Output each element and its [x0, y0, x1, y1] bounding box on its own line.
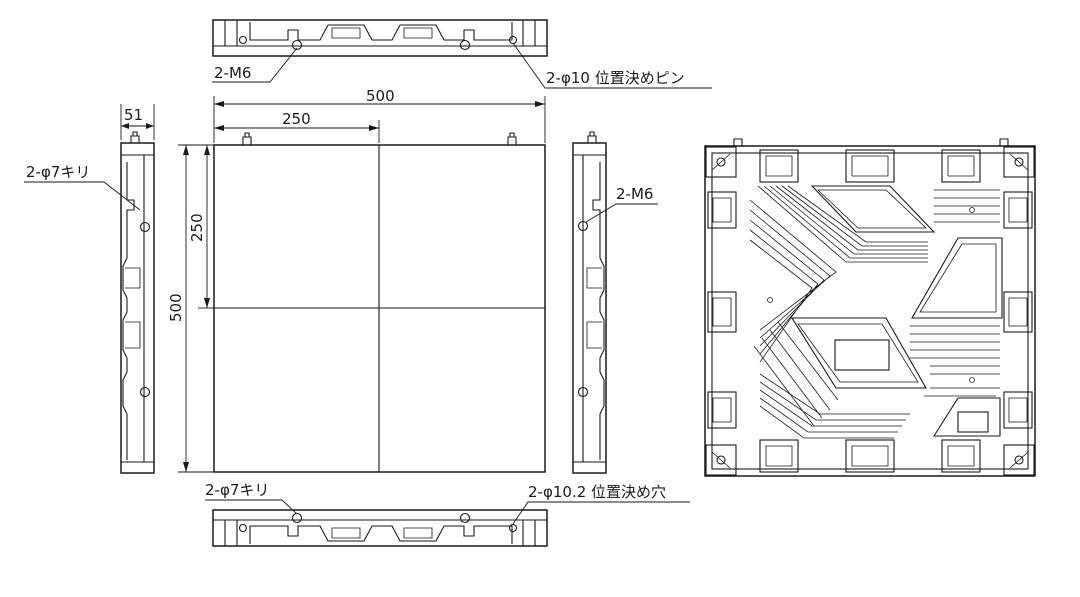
hole [459, 512, 471, 524]
label-bottom-hole: 2-φ7キリ [205, 481, 269, 499]
hole [291, 512, 303, 524]
leader-bottom-hole [205, 499, 298, 515]
m6-hole [577, 386, 589, 398]
rear-view-cabinet [704, 138, 1036, 477]
front-view-panel [213, 132, 546, 473]
bottom-rail [212, 509, 548, 547]
top-leaders [212, 42, 712, 89]
dimension-lines-side [178, 144, 214, 473]
m6-hole [459, 39, 471, 51]
hole [139, 386, 151, 398]
top-rail [212, 19, 548, 57]
leader-bottom-pin [512, 501, 690, 525]
label-left-hole: 2-φ7キリ [26, 163, 90, 181]
dim-51: 51 [124, 106, 143, 124]
pin-hole [238, 35, 248, 45]
pin-hole [508, 523, 518, 533]
m6-hole [291, 39, 303, 51]
dim-500-top: 500 [366, 87, 395, 105]
dimension-lines-top [213, 96, 546, 143]
leader-left-hole [24, 181, 141, 211]
dim-250-side: 250 [188, 213, 206, 242]
dim-500-side: 500 [167, 293, 185, 322]
m6-hole [577, 220, 589, 232]
pin-hole [238, 523, 248, 533]
left-side-rail [120, 104, 155, 474]
dim-250-top: 250 [282, 110, 311, 128]
leader-right-m6 [585, 203, 658, 223]
label-right-m6: 2-M6 [616, 185, 653, 203]
right-side-rail [572, 131, 607, 474]
label-top-pin: 2-φ10 位置決めピン [546, 69, 685, 87]
hole [139, 221, 151, 233]
label-top-m6: 2-M6 [214, 64, 251, 82]
label-bottom-pin-hole: 2-φ10.2 位置決め穴 [528, 483, 666, 501]
